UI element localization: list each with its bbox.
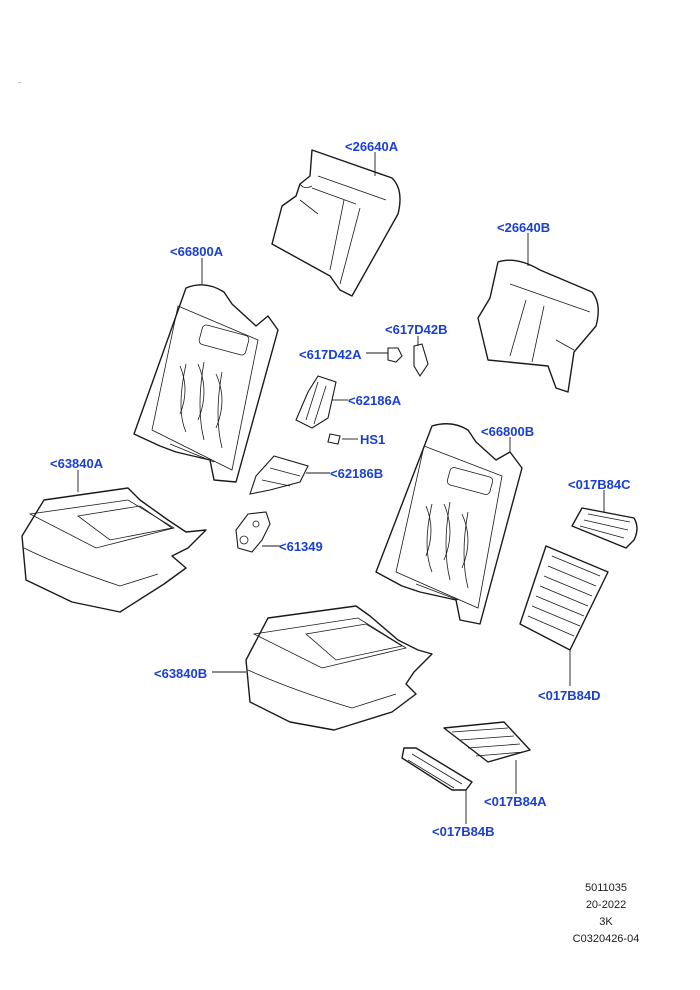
part-26640A[interactable]: [271, 149, 401, 297]
part-66800B[interactable]: [375, 423, 523, 625]
part-63840A[interactable]: [21, 487, 207, 613]
callout-617D42B[interactable]: <617D42B: [385, 322, 448, 337]
callout-26640B[interactable]: <26640B: [497, 220, 551, 235]
drawing-meta: 5011035 20-2022 3K C0320426-04: [556, 880, 656, 948]
callout-HS1[interactable]: HS1: [360, 432, 386, 447]
part-617D42B[interactable]: [413, 343, 429, 378]
part-26640B[interactable]: [477, 259, 599, 393]
corner-mark: [18, 82, 21, 83]
part-017B84B[interactable]: [401, 747, 473, 791]
callout-62186A[interactable]: <62186A: [348, 393, 402, 408]
meta-drawing-id: C0320426-04: [572, 933, 640, 945]
callout-017B84A[interactable]: <017B84A: [484, 794, 547, 809]
leader-lines: [77, 152, 605, 824]
callout-63840B[interactable]: <63840B: [154, 666, 208, 681]
meta-date-range: 20-2022: [585, 899, 627, 911]
part-62186A[interactable]: [295, 375, 337, 429]
callout-017B84C[interactable]: <017B84C: [568, 477, 631, 492]
part-017B84D[interactable]: [519, 545, 609, 651]
part-HS1[interactable]: [327, 433, 341, 445]
callout-26640A[interactable]: <26640A: [345, 139, 399, 154]
part-017B84A[interactable]: [443, 721, 531, 763]
part-63840B[interactable]: [245, 605, 433, 731]
callout-63840A[interactable]: <63840A: [50, 456, 104, 471]
callout-66800A[interactable]: <66800A: [170, 244, 224, 259]
part-017B84C[interactable]: [571, 507, 638, 549]
meta-variant: 3K: [599, 916, 613, 928]
part-617D42A[interactable]: [387, 347, 403, 363]
callout-017B84B[interactable]: <017B84B: [432, 824, 495, 839]
part-66800A[interactable]: [133, 284, 279, 483]
meta-code: 5011035: [584, 882, 627, 894]
callout-62186B[interactable]: <62186B: [330, 466, 384, 481]
part-61349[interactable]: [235, 511, 271, 553]
part-62186B[interactable]: [249, 455, 309, 495]
callout-617D42A[interactable]: <617D42A: [299, 347, 362, 362]
callout-017B84D[interactable]: <017B84D: [538, 688, 601, 703]
callout-66800B[interactable]: <66800B: [481, 424, 535, 439]
callout-61349[interactable]: <61349: [279, 539, 323, 554]
